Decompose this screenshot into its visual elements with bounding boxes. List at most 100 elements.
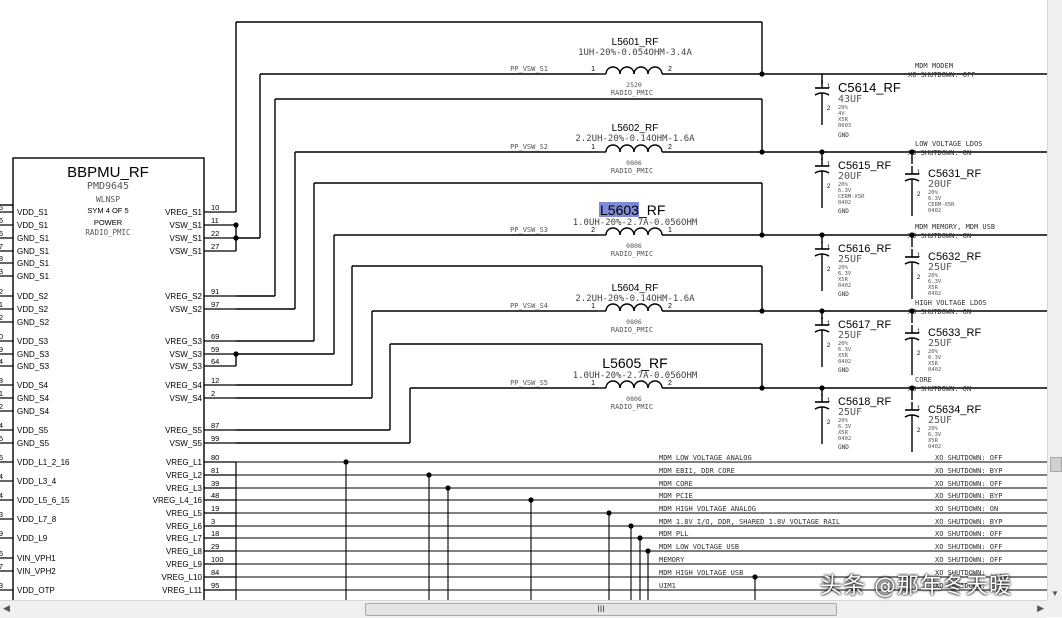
junction-dot	[819, 385, 825, 391]
cap-voltage: 6.3V	[928, 432, 942, 438]
inductor-coil	[619, 380, 635, 389]
scroll-down-arrow-icon[interactable]: ▼	[1051, 589, 1059, 598]
cap-tolerance: 20%	[928, 426, 939, 432]
left-pin-name: VIN_VPH2	[17, 567, 56, 576]
cap-package: 0603	[838, 123, 851, 129]
cap-tolerance: 20%	[838, 182, 849, 188]
right-pin-name: VREG_S3	[165, 337, 202, 346]
left-pin-number: 16	[0, 216, 3, 225]
left-pin-name: VDD_L5_6_15	[17, 496, 70, 505]
cap-tolerance: 20%	[928, 190, 939, 196]
cap-tolerance: 20%	[838, 105, 849, 111]
cap-gnd: GND	[838, 444, 849, 451]
cap-value: 25UF	[838, 254, 862, 265]
cap-pin: 2	[917, 351, 921, 357]
left-pin-number: 39	[0, 529, 3, 538]
cap-voltage: 6.3V	[928, 355, 942, 361]
inductor-coil	[647, 144, 663, 153]
inductor-coil	[605, 144, 621, 153]
rail-xo-state: XO SHUTDOWN: ON	[908, 308, 971, 316]
cap-pin: 1	[827, 245, 831, 251]
left-pin-name: VDD_S5	[17, 426, 49, 435]
inductor-subsystem: RADIO_PMIC	[611, 250, 653, 258]
junction-dot	[819, 308, 825, 314]
inductor-spec: 1.0UH-20%-2.7A-0.056OHM	[573, 218, 698, 228]
left-pin-name: GND_S5	[17, 439, 50, 448]
right-pin-number: 3	[211, 517, 215, 526]
scroll-right-arrow-icon[interactable]: ▶	[1037, 603, 1044, 613]
right-pin-name: VREG_L10	[162, 573, 203, 582]
inductor-coil	[647, 66, 663, 75]
right-pin-name: VREG_L8	[166, 547, 203, 556]
cap-pin: 2	[827, 106, 831, 112]
right-pin-number: 29	[211, 542, 219, 551]
left-pin-number: 6	[0, 229, 3, 238]
rail-name: LOW VOLTAGE LDOS	[915, 140, 982, 148]
cap-dielectric: CERM-X5R	[838, 194, 865, 200]
cap-pin: 1	[827, 162, 831, 168]
cap-dielectric: CERM-X5R	[928, 202, 955, 208]
ldo-xo-state: XO SHUTDOWN: ON	[935, 505, 998, 513]
right-pin-number: 19	[211, 504, 219, 513]
cap-dielectric: X5R	[838, 353, 849, 359]
cap-voltage: 4V	[838, 111, 845, 117]
inductor-coil	[633, 380, 649, 389]
ldo-net-name: MDM EBI1, DDR CORE	[659, 467, 735, 475]
right-pin-number: 87	[211, 421, 219, 430]
right-pin-number: 39	[211, 479, 219, 488]
inductor-coil	[605, 303, 621, 312]
right-pin-name: VSW_S1	[170, 234, 203, 243]
left-pin-number: 7	[0, 242, 3, 251]
horizontal-scrollbar[interactable]: ◀ III ▶	[0, 600, 1047, 618]
ldo-net-name: MDM LOW VOLTAGE USB	[659, 543, 739, 551]
vertical-scroll-thumb[interactable]	[1050, 457, 1062, 472]
junction-dot	[819, 149, 825, 155]
rail-name: MDM MODEM	[915, 62, 953, 70]
right-pin-number: 10	[211, 203, 219, 212]
cap-tolerance: 20%	[928, 349, 939, 355]
right-pin-number: 97	[211, 300, 219, 309]
ldo-xo-state: XO SHUTDOWN: OFF	[935, 543, 1002, 551]
vertical-scrollbar[interactable]: ▼	[1047, 0, 1062, 600]
left-pin-name: VDD_S1	[17, 208, 49, 217]
ldo-xo-state: XO SHUTDOWN: BYP	[935, 467, 1002, 475]
right-pin-name: VSW_S1	[170, 221, 203, 230]
left-pin-name: GND_S1	[17, 234, 50, 243]
horizontal-scroll-thumb[interactable]: III	[365, 603, 837, 616]
cap-pin: 1	[827, 398, 831, 404]
left-pin-name: VDD_L3_4	[17, 477, 57, 486]
inductor-spec: 1.0UH-20%-2.7A-0.056OHM	[573, 371, 698, 381]
inductor-coil	[619, 66, 635, 75]
inductor-coil	[605, 227, 621, 236]
ldo-xo-state: XO SHUTDOWN: OFF	[935, 480, 1002, 488]
cap-pin: 2	[827, 184, 831, 190]
right-pin-name: VREG_L3	[166, 484, 203, 493]
ldo-xo-state: XO SHUTDOWN: OFF	[935, 556, 1002, 564]
right-pin-number: 18	[211, 529, 219, 538]
inductor-subsystem: RADIO_PMIC	[611, 167, 653, 175]
cap-value: 20UF	[838, 171, 862, 182]
cap-ref: C5614_RF	[838, 80, 901, 95]
inductor-pin-1: 1	[591, 380, 595, 387]
right-pin-number: 64	[211, 357, 219, 366]
inductor-subsystem: RADIO_PMIC	[611, 326, 653, 334]
ldo-net-name: MDM HIGH VOLTAGE USB	[659, 569, 743, 577]
inductor-pin-1: 1	[591, 144, 595, 151]
inductor-size: 2520	[626, 81, 642, 89]
schematic-canvas: 5VDD_S116VDD_S16GND_S17GND_S128GND_S163G…	[0, 21, 1047, 600]
junction-dot	[759, 308, 765, 314]
left-pin-name: VDD_OTP	[17, 586, 55, 595]
cap-tolerance: 20%	[838, 265, 849, 271]
cap-value: 25UF	[928, 338, 952, 349]
right-pin-name: VSW_S4	[170, 394, 203, 403]
rail-xo-state: XO SHUTDOWN: ON	[908, 232, 971, 240]
left-pin-number: 16	[0, 549, 3, 558]
scroll-left-arrow-icon[interactable]: ◀	[3, 603, 10, 613]
cap-ref: C5631_RF	[928, 168, 981, 180]
junction-dot	[909, 308, 915, 314]
left-pin-name: GND_S3	[17, 362, 50, 371]
right-pin-number: 91	[211, 287, 219, 296]
cap-voltage: 6.3V	[838, 271, 852, 277]
ldo-xo-state: XO SHUTDOWN: BYP	[935, 492, 1002, 500]
rail-name: MDM MEMORY, MDM USB	[915, 223, 995, 231]
